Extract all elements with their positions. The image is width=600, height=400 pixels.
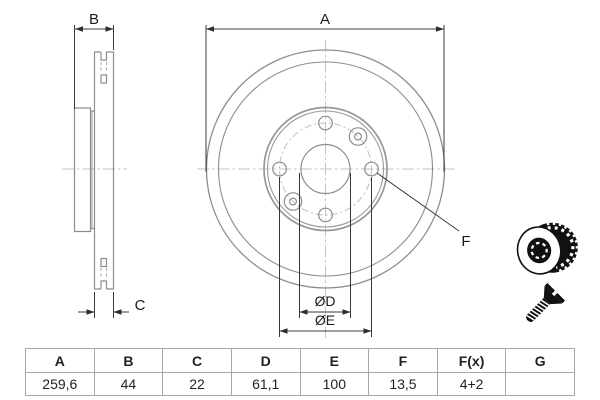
dimension-spec-table: A B C D E F F(x) G 259,6 44 22 61,1 100 …: [25, 348, 575, 396]
value-f: 13,5: [368, 372, 438, 396]
spec-table-header-row: A B C D E F F(x) G: [25, 348, 575, 373]
dimension-arrows: [75, 26, 444, 334]
arrow-e-right: [363, 328, 372, 334]
bolt-circle: [279, 122, 372, 216]
col-header-c: C: [162, 348, 232, 373]
locating-hole-lower: [283, 192, 303, 211]
centerlines: [62, 40, 455, 338]
vent-notch-bottom: [100, 280, 108, 289]
arrow-d-right: [342, 309, 351, 315]
value-fx: 4+2: [436, 372, 507, 396]
bolt-hole-right: [364, 161, 379, 177]
countersunk-screw-icon: [526, 283, 565, 322]
arrow-b-right: [105, 26, 114, 32]
hat-rim-inner-circle: [266, 110, 385, 228]
col-header-fx: F(x): [436, 348, 507, 373]
dim-label-a: A: [320, 11, 330, 28]
side-view: [73, 51, 115, 290]
value-b: 44: [93, 372, 164, 396]
spec-table-value-row: 259,6 44 22 61,1 100 13,5 4+2: [25, 372, 575, 396]
col-header-b: B: [93, 348, 164, 373]
disc-right-face: [106, 51, 115, 290]
disc-left-face: [93, 51, 101, 290]
hat-rim-outer-circle: [263, 106, 388, 232]
col-header-g: G: [505, 348, 575, 373]
vent-notch-bottom-inner: [100, 257, 108, 268]
drawing-canvas: B A C ØD ØE F: [62, 11, 578, 338]
arrow-d-left: [299, 309, 308, 315]
value-c: 22: [162, 372, 232, 396]
bolt-hole-top: [318, 115, 333, 131]
dim-label-f: F: [461, 233, 470, 250]
dim-label-e: ØE: [315, 312, 335, 328]
dim-label-d: ØD: [315, 293, 336, 309]
col-header-a: A: [25, 348, 95, 373]
bolt-hole-bottom: [318, 207, 333, 223]
value-a: 259,6: [25, 372, 95, 396]
vent-notch-top-inner: [100, 74, 108, 84]
vent-notch-top: [100, 52, 108, 61]
arrow-c-right: [113, 309, 122, 315]
hat-section: [73, 107, 92, 233]
arrow-c-left: [86, 309, 95, 315]
dimension-lines: [74, 25, 460, 337]
friction-band-inner-circle: [217, 61, 434, 277]
value-g: [505, 372, 575, 396]
arrow-b-left: [75, 26, 83, 32]
col-header-f: F: [368, 348, 438, 373]
bolt-hole-left: [272, 161, 287, 177]
locating-hole-upper-pin: [354, 132, 363, 141]
dim-label-b: B: [89, 11, 99, 28]
locating-hole-upper: [348, 127, 368, 146]
value-e: 100: [299, 372, 370, 396]
arrow-a-left: [206, 26, 214, 32]
col-header-d: D: [230, 348, 301, 373]
dim-label-c: C: [135, 297, 146, 314]
arrow-a-right: [436, 26, 444, 32]
vent-hidden-lines: [100, 62, 107, 279]
col-header-e: E: [299, 348, 370, 373]
value-d: 61,1: [230, 372, 301, 396]
center-bore-circle: [300, 143, 351, 195]
arrow-e-left: [279, 328, 288, 334]
locating-hole-lower-pin: [289, 197, 298, 206]
dim-f-leader: [376, 172, 460, 232]
vented-brake-disc-icon: [516, 222, 578, 275]
